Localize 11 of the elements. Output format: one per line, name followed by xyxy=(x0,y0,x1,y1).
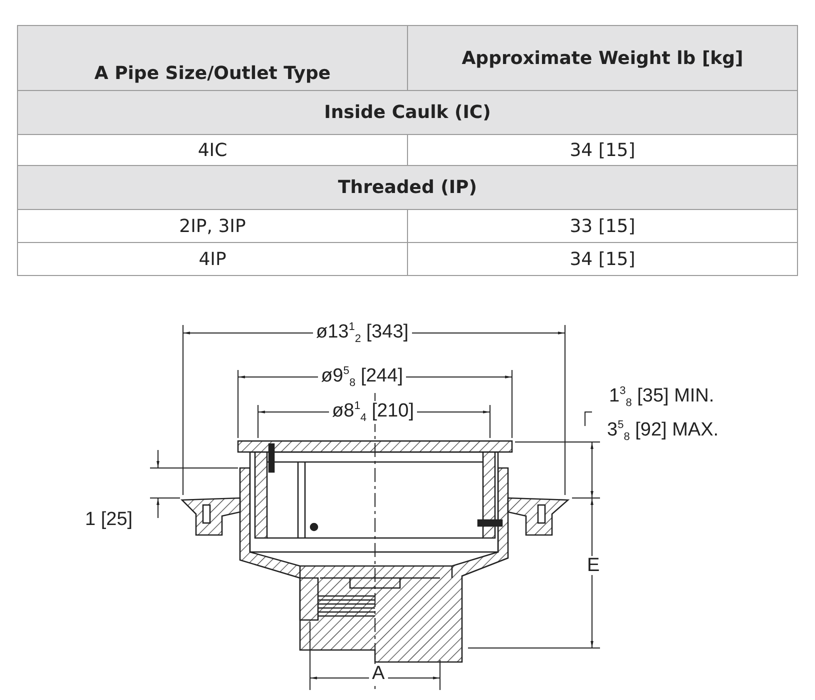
table-cell: 4IP xyxy=(18,242,408,276)
section-heading: Threaded (IP) xyxy=(18,166,798,210)
dimension-label: A xyxy=(369,664,388,683)
table-cell: 2IP, 3IP xyxy=(18,210,408,242)
table-cell: 33 [15] xyxy=(408,210,798,242)
column-header: A Pipe Size/Outlet Type xyxy=(18,26,408,90)
table-cell: 34 [15] xyxy=(408,242,798,276)
dimension-label: ø8$^{1}$$_{4}$ [210] xyxy=(329,401,417,424)
section-heading: Inside Caulk (IC) xyxy=(18,90,798,134)
column-header: Approximate Weight lb [kg] xyxy=(408,26,798,90)
dimension-label: ø9$^{5}$$_{8}$ [244] xyxy=(318,366,406,390)
